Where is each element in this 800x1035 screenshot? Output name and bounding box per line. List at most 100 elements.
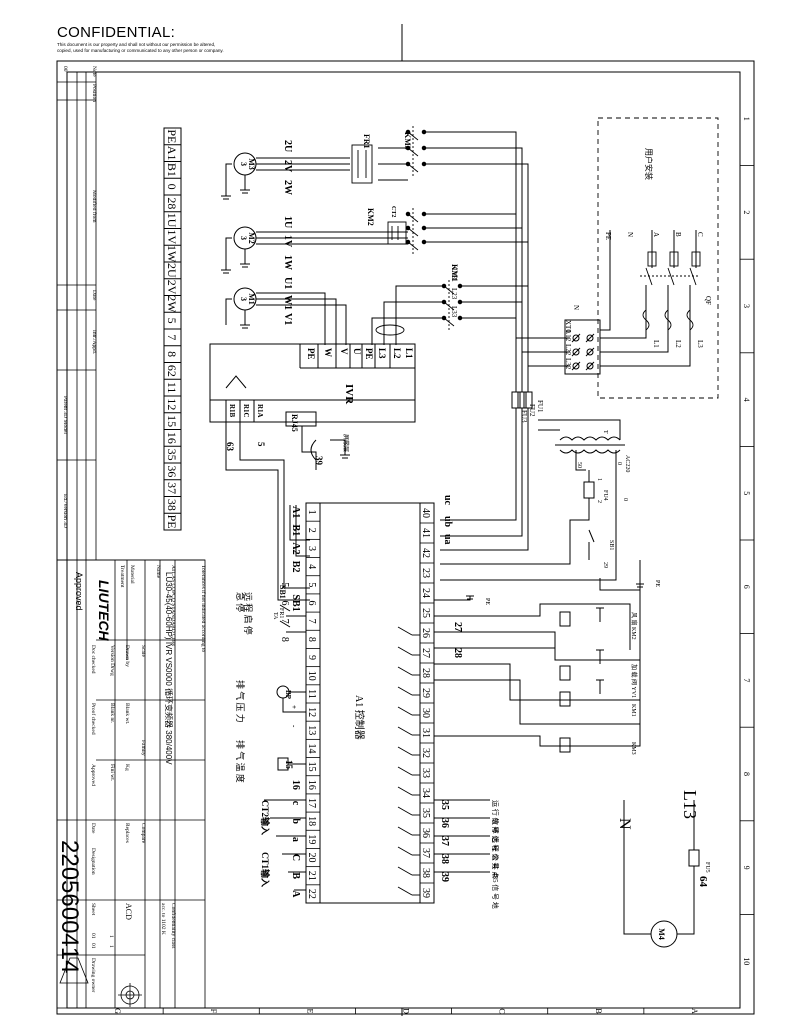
ivr-label: IVR — [343, 384, 355, 405]
terminal-label: 28 — [165, 197, 179, 209]
xt0-label: XT0 — [564, 320, 572, 333]
terminal-label: 15 — [165, 415, 179, 427]
fu2-label: FU2 — [528, 404, 536, 417]
ctrl-left-terminal: 20 — [306, 853, 317, 863]
row-letter: G — [113, 1008, 122, 1014]
ctrl-right-terminal: 29 — [420, 688, 431, 698]
ctrl-left-signal: SB1 — [290, 594, 301, 611]
projection-symbol-icon — [59, 957, 142, 1007]
wire-c: C — [696, 232, 704, 237]
outer-frame — [56, 60, 755, 1015]
ctrl-left-terminal: 15 — [306, 762, 317, 772]
company-logo: LIUTECH — [96, 580, 112, 642]
out-wire-36: 36 — [439, 818, 450, 828]
wire-63: 63 — [225, 442, 235, 452]
m2-term-1w: 1W — [282, 255, 293, 270]
motor-m3-phase: 3 — [239, 162, 248, 166]
relay-contact — [397, 726, 413, 736]
motor-m1-label: M1 — [247, 293, 256, 305]
row-letter: F — [209, 1009, 218, 1014]
tb-compare: Compare — [140, 823, 146, 844]
ivr-term-r1c: R1C — [242, 404, 250, 418]
wire-l3: L3 — [696, 340, 704, 348]
m1-term-v1: V1 — [282, 313, 293, 325]
ctrl-left-wire: 5 — [279, 582, 290, 587]
tb-sheet: Sheet — [90, 903, 96, 916]
terminal-label: 16 — [165, 432, 179, 444]
ctrl-right-terminal: 26 — [420, 628, 431, 638]
ivr-drive-block — [209, 343, 416, 427]
motor-m1-phase: 3 — [239, 297, 248, 301]
ctrl-left-signal: b — [290, 818, 301, 824]
tb-acd: ACD — [124, 903, 133, 920]
rev-modified-label: Modified from — [91, 190, 98, 223]
confidential-notice: This document is our property and shall … — [57, 42, 317, 54]
wire-l32: L32 — [564, 358, 572, 370]
row-letter: B — [594, 1008, 603, 1013]
ctrl-left-terminal: 12 — [306, 707, 317, 717]
row-letter: C — [498, 1008, 507, 1013]
column-number: 3 — [742, 304, 751, 308]
relay-contact — [397, 806, 413, 816]
notice-line-1: This document is our property and shall … — [57, 42, 216, 47]
qf-label: QF — [704, 296, 712, 305]
ctrl-right-terminal: 41 — [420, 528, 431, 538]
pressure-label: 排 气 压 力 — [235, 680, 246, 723]
sb1-emergency-label: SB1 — [278, 585, 287, 599]
relay-contact — [397, 766, 413, 776]
ctrl-left-terminal: 8 — [306, 637, 317, 642]
terminal-label: 2V — [165, 280, 179, 295]
fu3-label: FU3 — [520, 410, 528, 423]
m2-term-1u: 1U — [282, 216, 293, 228]
v0-label: 0 — [616, 462, 622, 465]
ctrl-right-terminal: 37 — [420, 848, 431, 858]
ivr-term-l1: L1 — [404, 348, 414, 359]
out-wire-37: 37 — [439, 836, 450, 846]
tb-scale: Scale — [140, 645, 146, 657]
tb-doc-checked: Doc checked — [90, 645, 96, 674]
column-number: 10 — [742, 957, 751, 965]
notice-line-2: copied, used for manufacturing or commun… — [57, 48, 224, 53]
km2-coil-icon — [559, 611, 571, 627]
relay-contact — [397, 626, 413, 636]
motor-m2-label: M2 — [247, 232, 256, 244]
fu4-label: FU4 — [602, 490, 608, 501]
tb-replaces: Replaces — [124, 823, 130, 843]
terminal-label: 5 — [165, 318, 179, 324]
fu5-fuse-icon — [688, 849, 700, 867]
tb-version-drwg: Version Drwg — [109, 645, 115, 676]
ctrl-left-terminal: 10 — [306, 671, 317, 681]
tb-sheet-total: 1 — [108, 945, 114, 948]
ctrl-left-terminal: 2 — [306, 528, 317, 533]
confidential-heading: CONFIDENTIAL: — [57, 24, 176, 41]
fu5-label: FU5 — [704, 862, 710, 873]
remote-signal-label: 远 程 信 号 — [491, 836, 500, 869]
n-big-label: N — [616, 818, 633, 830]
ctrl-left-terminal: 4 — [306, 564, 317, 569]
terminal-label: 11 — [165, 382, 179, 394]
ctrl-right-terminal: 28 — [420, 668, 431, 678]
column-number: 1 — [742, 117, 751, 121]
rev-intr-label: Intr./Appd. — [91, 330, 97, 355]
km1-coil-label: KM1 — [630, 704, 636, 717]
fu4-fuse-icon — [583, 481, 595, 499]
relay-contact — [397, 646, 413, 656]
terminal-label: A1 — [165, 146, 179, 161]
ctrl-left-wire: 7 — [279, 619, 290, 624]
ctrl-left-terminal: 21 — [306, 871, 317, 881]
tb-ver1: 01 — [90, 933, 96, 939]
ct2-transformer-icon — [387, 221, 407, 245]
wire-pe-user: PE — [604, 232, 612, 240]
column-number: 9 — [742, 866, 751, 870]
terminal-label: 8 — [165, 351, 179, 357]
tb-acc-to: acc. to 1102 K — [160, 903, 166, 935]
tb-date: Date — [90, 823, 96, 834]
user-install-label: 用户安装 — [644, 148, 654, 180]
ctrl-right-terminal: 35 — [420, 808, 431, 818]
ctrl-right-terminal: 31 — [420, 728, 431, 738]
ctrl-left-terminal: 22 — [306, 889, 317, 899]
relay-contact — [397, 826, 413, 836]
ivr-term-l3: L3 — [377, 348, 387, 359]
terminal-label: 2U — [165, 263, 179, 278]
rev-date-label: Date — [91, 290, 97, 301]
